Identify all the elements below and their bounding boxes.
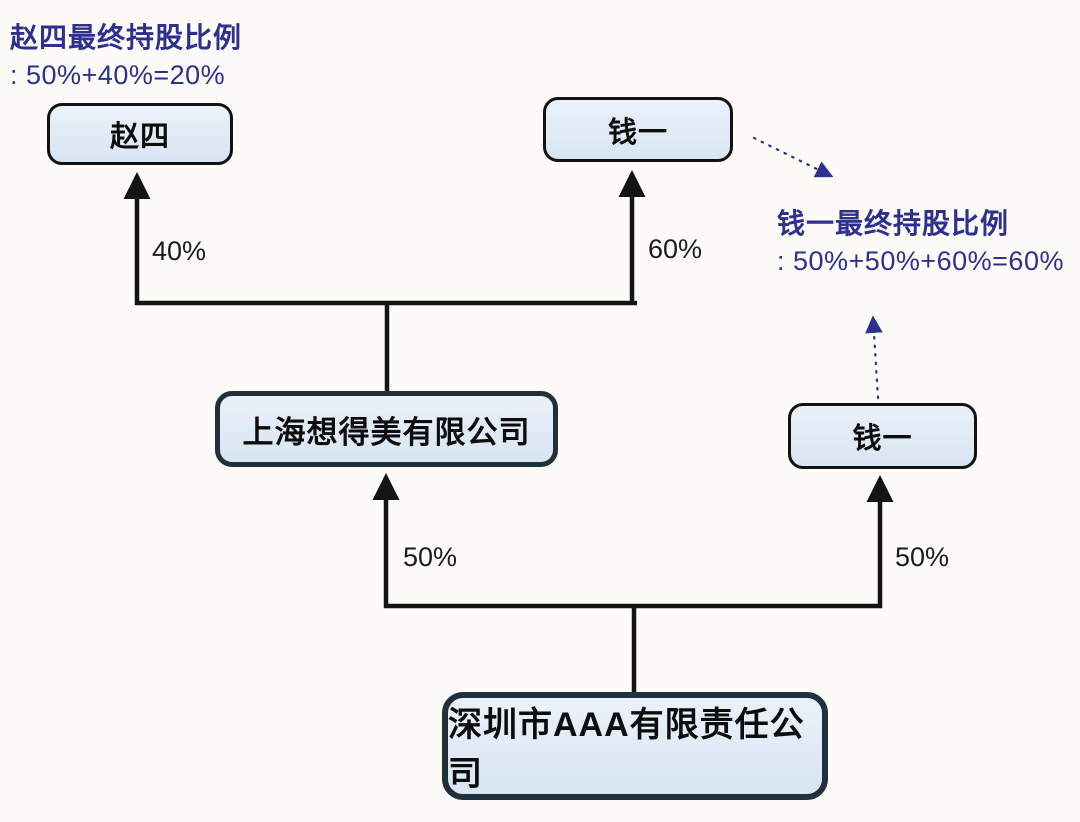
dotted-arrow-qianyi-right-to-note: [865, 315, 883, 400]
annotation-zhaosi-formula: : 50%+40%=20%: [10, 60, 226, 90]
node-qianyi-top: 钱一: [543, 97, 733, 162]
node-zhaosi: 赵四: [47, 103, 233, 165]
annotation-qianyi-title: 钱一最终持股比例: [777, 208, 1010, 239]
annotation-qianyi: 钱一最终持股比例 : 50%+50%+60%=60%: [777, 202, 1064, 277]
node-shenzhen-label: 深圳市AAA有限责任公司: [448, 706, 805, 793]
node-shenzhen: 深圳市AAA有限责任公司: [442, 692, 828, 800]
node-shanghai-label: 上海想得美有限公司: [242, 414, 531, 450]
node-qianyi-right: 钱一: [788, 403, 977, 469]
node-qianyi-right-label: 钱一: [852, 423, 913, 455]
ownership-pct-qianyi-right: 50%: [895, 542, 950, 572]
ownership-pct-zhaosi: 40%: [152, 236, 207, 266]
annotation-qianyi-formula: : 50%+50%+60%=60%: [777, 246, 1064, 276]
dotted-arrow-qianyi-top-to-note: [752, 136, 834, 178]
ownership-pct-shanghai: 50%: [403, 542, 458, 572]
annotation-zhaosi: 赵四最终持股比例 : 50%+40%=20%: [10, 16, 242, 91]
annotation-zhaosi-title: 赵四最终持股比例: [10, 22, 243, 53]
node-zhaosi-label: 赵四: [109, 121, 170, 153]
node-qianyi-top-label: 钱一: [607, 116, 668, 149]
ownership-pct-qianyi-top: 60%: [648, 234, 703, 264]
node-shanghai: 上海想得美有限公司: [215, 391, 558, 467]
